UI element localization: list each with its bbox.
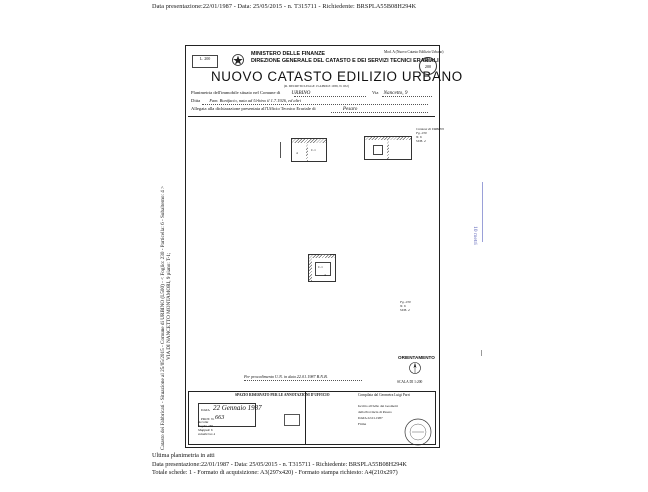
scale-tick [481, 350, 482, 356]
plan-ref-line: N. 6 [400, 304, 406, 308]
plan-wall-hatch [309, 258, 312, 281]
plan-room-label: 4 [296, 151, 298, 155]
ministry-name: MINISTERO DELLE FINANZE [251, 51, 325, 57]
date-label: DATA [201, 408, 210, 412]
plan-wall-hatch [309, 255, 335, 258]
plan-ref-line: Fg. 230 [400, 300, 411, 304]
office-round-stamp-icon [404, 418, 432, 446]
header-divider [188, 116, 435, 117]
office-annotation-title: SPAZIO RISERVATO PER LE ANNOTAZIONI D'UF… [235, 393, 330, 397]
plan-room-label: C.1 [318, 265, 323, 269]
scale-bar-line [482, 182, 483, 242]
side-text-line-2: VIA DI NANCETTO MONTAMORI, 9 piano: T-1; [166, 252, 172, 360]
compiler-line: Firma [358, 422, 367, 426]
protocol-label: PROT. N. [201, 417, 215, 421]
floor-plan-top: C.1 4 [291, 138, 327, 162]
via-row: Via Nancetto, 9 [372, 90, 407, 96]
office-note-line: Mappale 6 [198, 428, 213, 432]
plan-room [373, 145, 383, 155]
office-underline [331, 112, 428, 113]
owner-underline [202, 104, 428, 105]
location-label: Planimetria dell'immobile situato nel Co… [191, 90, 281, 95]
plan-wall-hatch [306, 143, 308, 161]
compiler-line: DATA 22.01.1987 [358, 416, 383, 420]
protocol-value: 663 [215, 414, 225, 421]
floor-note: Per procedimento U.N. in data 22.01.1987… [244, 374, 328, 379]
compiler-details: Iscritto all'Albo dei Geometri della Pro… [358, 404, 398, 426]
plan-ref-line: SUB. 4 [400, 308, 410, 312]
document-header-line: Data presentazione:22/01/1987 - Data: 25… [152, 3, 417, 10]
location-row: Planimetria dell'immobile situato nel Co… [191, 90, 310, 96]
plan-ref-line: SUB. 4 [416, 139, 426, 143]
plan-reference-block-bottom: Fg. 230 N. 6 SUB. 4 [400, 300, 411, 312]
location-underline [294, 96, 366, 97]
office-label: Allegata alla dichiarazione presentata a… [191, 106, 316, 111]
plan-top-line [320, 254, 330, 261]
orientation-label: ORIENTAMENTO [398, 355, 435, 360]
office-note-line: Accolta [198, 420, 209, 424]
compiler-title: Compilata dal Geometra Luigi Parri [358, 393, 410, 397]
scale-note: SCALA DI 1:200 [397, 380, 423, 384]
lire-stamp: LIRE 200 [419, 57, 437, 75]
revenue-stamp: L. 200 [192, 55, 218, 68]
compiler-box [304, 391, 436, 445]
office-annotation-box [188, 391, 306, 445]
plan-wall-hatch [387, 140, 389, 159]
decree-note: (R. DECRETO LEGGE 13 APRILE 1939, N. 652… [284, 84, 349, 88]
date-stamp: DATA 22 Gennaio 1987 PROT. N. 663 [198, 403, 262, 427]
republic-emblem-icon [232, 54, 244, 66]
plan-ref-line: Comune di URBINO [416, 127, 445, 131]
plan-ref-line: Fg. 230 [416, 131, 427, 135]
plan-stair [280, 142, 293, 158]
plan-ref-line: N. 6 [416, 135, 422, 139]
footer-line-1: Data presentazione:22/01/1987 - Data: 25… [152, 461, 407, 468]
directorate-name: DIREZIONE GENERALE DEL CATASTO E DEI SER… [251, 58, 439, 64]
scale-bar-label: 10 metri [472, 226, 478, 245]
floor-note-underline [244, 380, 362, 381]
model-note: Mod. A (Nuovo Catasto Edilizio Urbano) [384, 50, 444, 54]
compiler-line: Iscritto all'Albo dei Geometri [358, 404, 398, 408]
owner-value: Fam. Bonifacio, nata ad Urbino il 1.7.19… [209, 98, 301, 103]
side-margin-text: Catasto dei Fabbricati - Situazione al 2… [160, 150, 172, 450]
office-row: Allegata alla dichiarazione presentata a… [191, 106, 357, 112]
plan-wall-hatch [365, 137, 411, 140]
floor-plan-neighbour [364, 136, 412, 160]
footer-line-2: Totale schede: 1 - Formato di acquisizio… [152, 469, 398, 476]
compass-icon [409, 362, 421, 374]
via-underline [382, 96, 432, 97]
sheet-title: NUOVO CATASTO EDILIZIO URBANO [211, 69, 463, 84]
office-note-line: Foglio 230 [198, 424, 213, 428]
scale-bar: 10 metri [472, 182, 490, 245]
last-plan-note: Ultima planimetria in atti [152, 452, 215, 459]
office-note-line: subalterno 4 [198, 432, 216, 436]
owner-row: Ditta Fam. Bonifacio, nata ad Urbino il … [191, 98, 301, 103]
office-value: Pesaro [342, 106, 358, 112]
compiler-line: della Provincia di Pesaro [358, 410, 392, 414]
date-value: 22 Gennaio 1987 [213, 404, 262, 412]
location-value: URBINO [291, 90, 311, 96]
plan-room-label: C.1 [311, 148, 316, 152]
plan-room [315, 262, 331, 276]
office-notes: Accolta Foglio 230 Mappale 6 subalterno … [198, 420, 215, 436]
plan-wall-hatch [292, 139, 326, 143]
plan-reference-block-top: Comune di URBINO Fg. 230 N. 6 SUB. 4 [416, 127, 444, 143]
via-label: Via [372, 90, 379, 95]
via-value: Nancetto, 9 [383, 90, 408, 96]
owner-label: Ditta [191, 98, 201, 103]
plan-room-label: 4 [324, 273, 326, 277]
signature-mark [284, 414, 300, 426]
